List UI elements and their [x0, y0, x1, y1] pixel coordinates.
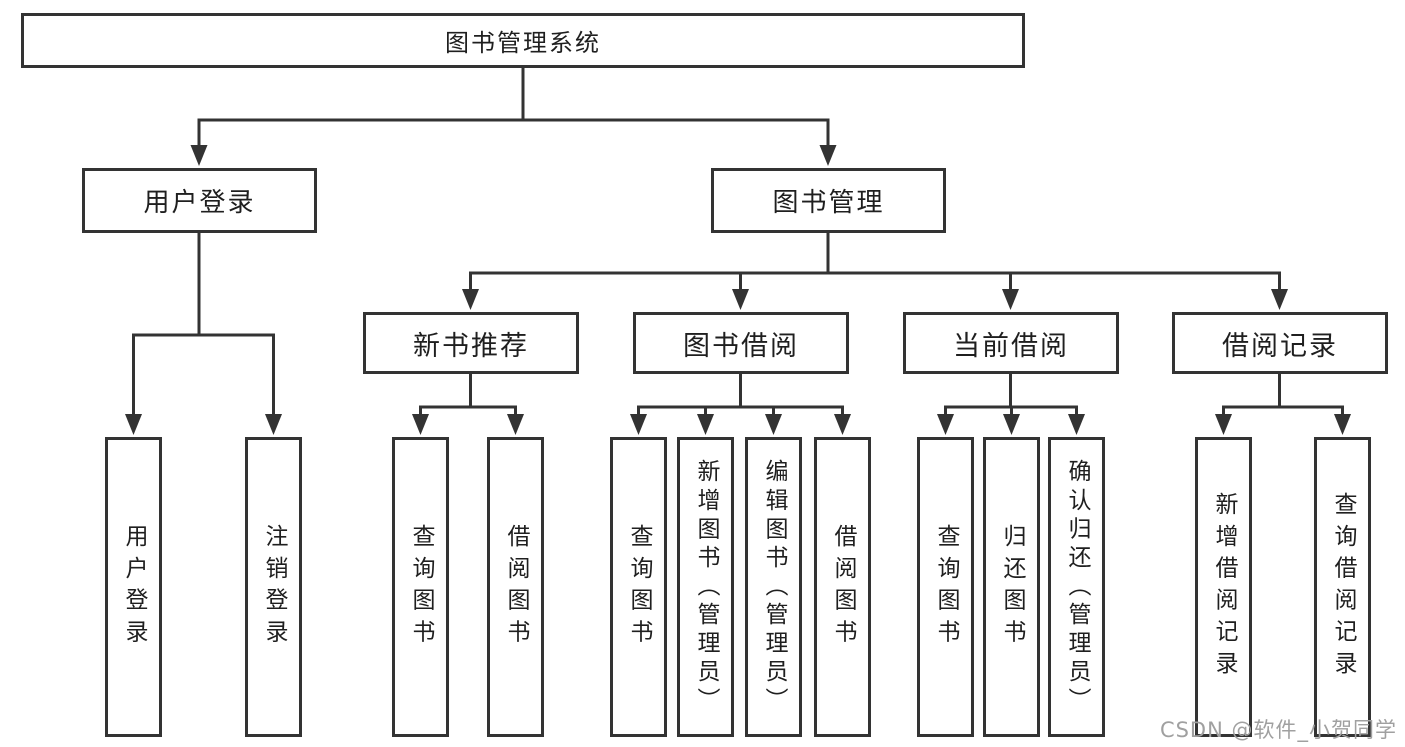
leaf-label: 新增图书（管理员） [693, 458, 719, 716]
leaf-label: 查询图书 [408, 523, 434, 651]
leaf-label: 注销登录 [261, 523, 287, 651]
leaf-edit-book-admin: 编辑图书（管理员） [745, 437, 802, 737]
leaf-label: 确认归还（管理员） [1064, 458, 1090, 716]
node-new-book-recommend: 新书推荐 [363, 312, 579, 374]
leaf-confirm-return-admin: 确认归还（管理员） [1048, 437, 1105, 737]
leaf-label: 编辑图书（管理员） [761, 458, 787, 716]
leaf-label: 新增借阅记录 [1211, 491, 1237, 683]
node-book-management: 图书管理 [711, 168, 946, 233]
leaf-return-book: 归还图书 [983, 437, 1040, 737]
leaf-add-book-admin: 新增图书（管理员） [677, 437, 734, 737]
leaf-logout: 注销登录 [245, 437, 302, 737]
node-borrow-records: 借阅记录 [1172, 312, 1388, 374]
leaf-query-books-borrow: 查询图书 [610, 437, 667, 737]
node-user-login: 用户登录 [82, 168, 317, 233]
arrowheads [125, 145, 1351, 435]
node-library-system: 图书管理系统 [21, 13, 1025, 68]
leaf-label: 借阅图书 [503, 523, 529, 651]
leaf-query-borrow-record: 查询借阅记录 [1314, 437, 1371, 737]
leaf-add-borrow-record: 新增借阅记录 [1195, 437, 1252, 737]
leaf-label: 用户登录 [121, 523, 147, 651]
watermark: CSDN @软件_小贺同学 [1159, 718, 1397, 742]
leaf-label: 查询图书 [933, 523, 959, 651]
node-current-borrow: 当前借阅 [903, 312, 1119, 374]
leaf-label: 查询借阅记录 [1330, 491, 1356, 683]
leaf-user-login: 用户登录 [105, 437, 162, 737]
leaf-borrow-books-borrow: 借阅图书 [814, 437, 871, 737]
leaf-label: 查询图书 [626, 523, 652, 651]
leaf-query-books-newbook: 查询图书 [392, 437, 449, 737]
leaf-query-books-current: 查询图书 [917, 437, 974, 737]
leaf-label: 归还图书 [999, 523, 1025, 651]
node-book-borrow: 图书借阅 [633, 312, 849, 374]
leaf-label: 借阅图书 [830, 523, 856, 651]
leaf-borrow-books-newbook: 借阅图书 [487, 437, 544, 737]
